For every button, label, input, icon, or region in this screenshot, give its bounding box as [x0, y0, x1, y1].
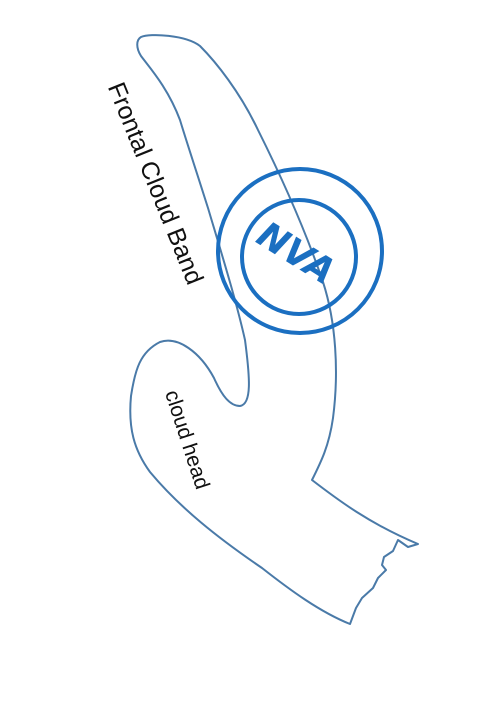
- nva-outer-ring: [216, 167, 384, 335]
- nva-inner-ring: [240, 198, 358, 316]
- nva-label: NVA: [250, 214, 342, 293]
- frontal-band-label: Frontal Cloud Band: [102, 78, 209, 288]
- cloud-head-label: cloud head: [160, 387, 214, 492]
- cloud-system-outline: [129, 34, 419, 625]
